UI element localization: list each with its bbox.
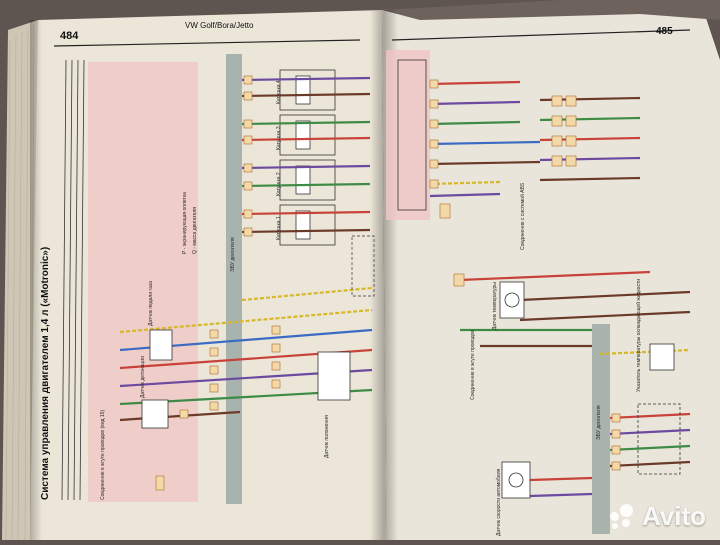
label-temp-sensor: Датчик температуры — [492, 282, 498, 330]
right-page-number: 485 — [656, 26, 673, 37]
avito-watermark: Avito — [608, 501, 706, 532]
label-abs: Соединение с системой ABS — [520, 182, 526, 250]
label-ecu-left: ЭБУ двигателя — [230, 237, 236, 272]
avito-brand-text: Avito — [641, 501, 706, 531]
label-coil-1: Катушка 1 — [276, 216, 282, 240]
legend-p: P - экранирующая оплетка — [182, 192, 188, 254]
left-running-title: VW Golf/Bora/Jetto — [185, 21, 254, 30]
label-coil-2: Катушка 2 — [276, 172, 282, 196]
right-page — [382, 0, 720, 540]
label-coil-4: Катушка 4 — [276, 80, 282, 104]
label-position-sensor: Датчик положения — [324, 415, 330, 458]
label-coil-3: Катушка 3 — [276, 126, 282, 150]
section-title: Система управления двигателем 1,4 л («Mo… — [40, 246, 51, 500]
legend-q: Q - масса двигателя — [192, 207, 198, 254]
label-ecu-right: ЭБУ двигателя — [596, 405, 602, 440]
label-connector-left: Соединение в жгуте проводов (вид 15) — [100, 409, 106, 500]
label-connector-right: Соединение в жгуте проводов — [470, 329, 476, 400]
pink-panel-right — [386, 50, 430, 220]
left-page-number: 484 — [60, 30, 79, 42]
avito-logo-icon — [608, 502, 638, 532]
wires-right — [429, 80, 691, 498]
ecu-strip-left — [226, 54, 242, 504]
ecu-strip-right — [592, 324, 610, 534]
label-speed-sensor: Датчик скорости автомобиля — [496, 468, 502, 536]
label-throttle: Датчик педали газа — [148, 280, 154, 326]
label-coolant: Указатель температуры охлаждающей жидкос… — [636, 278, 642, 392]
label-knock-sensor: Датчик детонации — [140, 356, 146, 398]
background-top-right — [382, 0, 720, 20]
